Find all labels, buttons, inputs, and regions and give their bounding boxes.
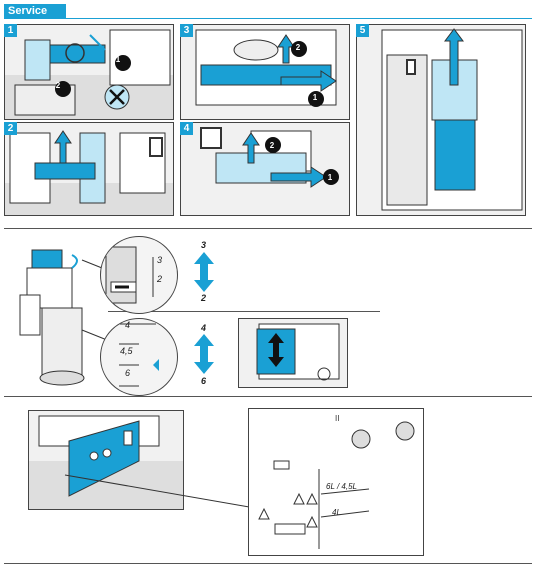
flush-valve-illustration	[19, 249, 108, 386]
step-2-panel	[4, 122, 174, 216]
callout-5-label: 2	[269, 141, 275, 150]
magnifier-lower-mark-3: 6	[125, 368, 131, 378]
magnifier-upper-mark-1: 3	[157, 255, 163, 265]
step-3-number: 3	[180, 24, 193, 37]
pointer-lines	[64, 474, 256, 509]
section-title: Service	[8, 5, 48, 17]
divider-1	[4, 228, 532, 229]
step-4-illustration	[181, 123, 349, 215]
tank-label-upper: 6L / 4,5L	[326, 482, 357, 491]
magnifier-upper	[100, 236, 178, 314]
adjust-detail-panel	[238, 318, 348, 388]
step-5-panel	[356, 24, 526, 216]
header-underline	[4, 18, 532, 19]
callout-3-label: 2	[295, 43, 301, 52]
upper-range-bottom: 2	[201, 293, 207, 303]
divider-2	[108, 311, 380, 312]
step-3-illustration	[181, 25, 349, 119]
adjust-detail-illustration	[239, 319, 347, 387]
magnifier-lower	[100, 318, 178, 396]
lower-range-bottom: 6	[201, 376, 207, 386]
step-5-number: 5	[356, 24, 369, 37]
step-2-illustration	[5, 123, 173, 215]
tank-illustration	[258, 421, 415, 549]
step-5-illustration	[357, 25, 525, 215]
callout-2-label: 2	[55, 81, 61, 90]
magnifier-upper-mark-2: 2	[157, 274, 163, 284]
lower-range-top: 4	[201, 323, 207, 333]
upper-range-double-arrow-icon	[194, 252, 214, 292]
bracket-detail-panel	[28, 410, 184, 510]
magnifier-lower-mark-1: 4	[125, 320, 131, 330]
step-2-number: 2	[4, 122, 17, 135]
step-1-panel	[4, 24, 174, 120]
step-4-panel	[180, 122, 350, 216]
step-1-illustration	[5, 25, 173, 119]
divider-4	[4, 563, 532, 564]
lower-range-double-arrow-icon	[194, 334, 214, 374]
callout-4-label: 1	[312, 93, 318, 102]
callout-1-label: 1	[115, 55, 121, 64]
tank-panel	[248, 408, 424, 556]
callout-6-label: 1	[327, 173, 333, 182]
step-4-number: 4	[180, 122, 193, 135]
step-1-number: 1	[4, 24, 17, 37]
step-3-panel	[180, 24, 350, 120]
header-bar	[4, 4, 66, 18]
magnifier-lower-mark-2: 4,5	[120, 346, 133, 356]
upper-range-top: 3	[201, 240, 207, 250]
tank-small-label: II	[335, 414, 340, 423]
tank-label-lower: 4L	[332, 508, 341, 517]
bracket-detail-illustration	[29, 411, 183, 509]
divider-3	[4, 396, 532, 397]
